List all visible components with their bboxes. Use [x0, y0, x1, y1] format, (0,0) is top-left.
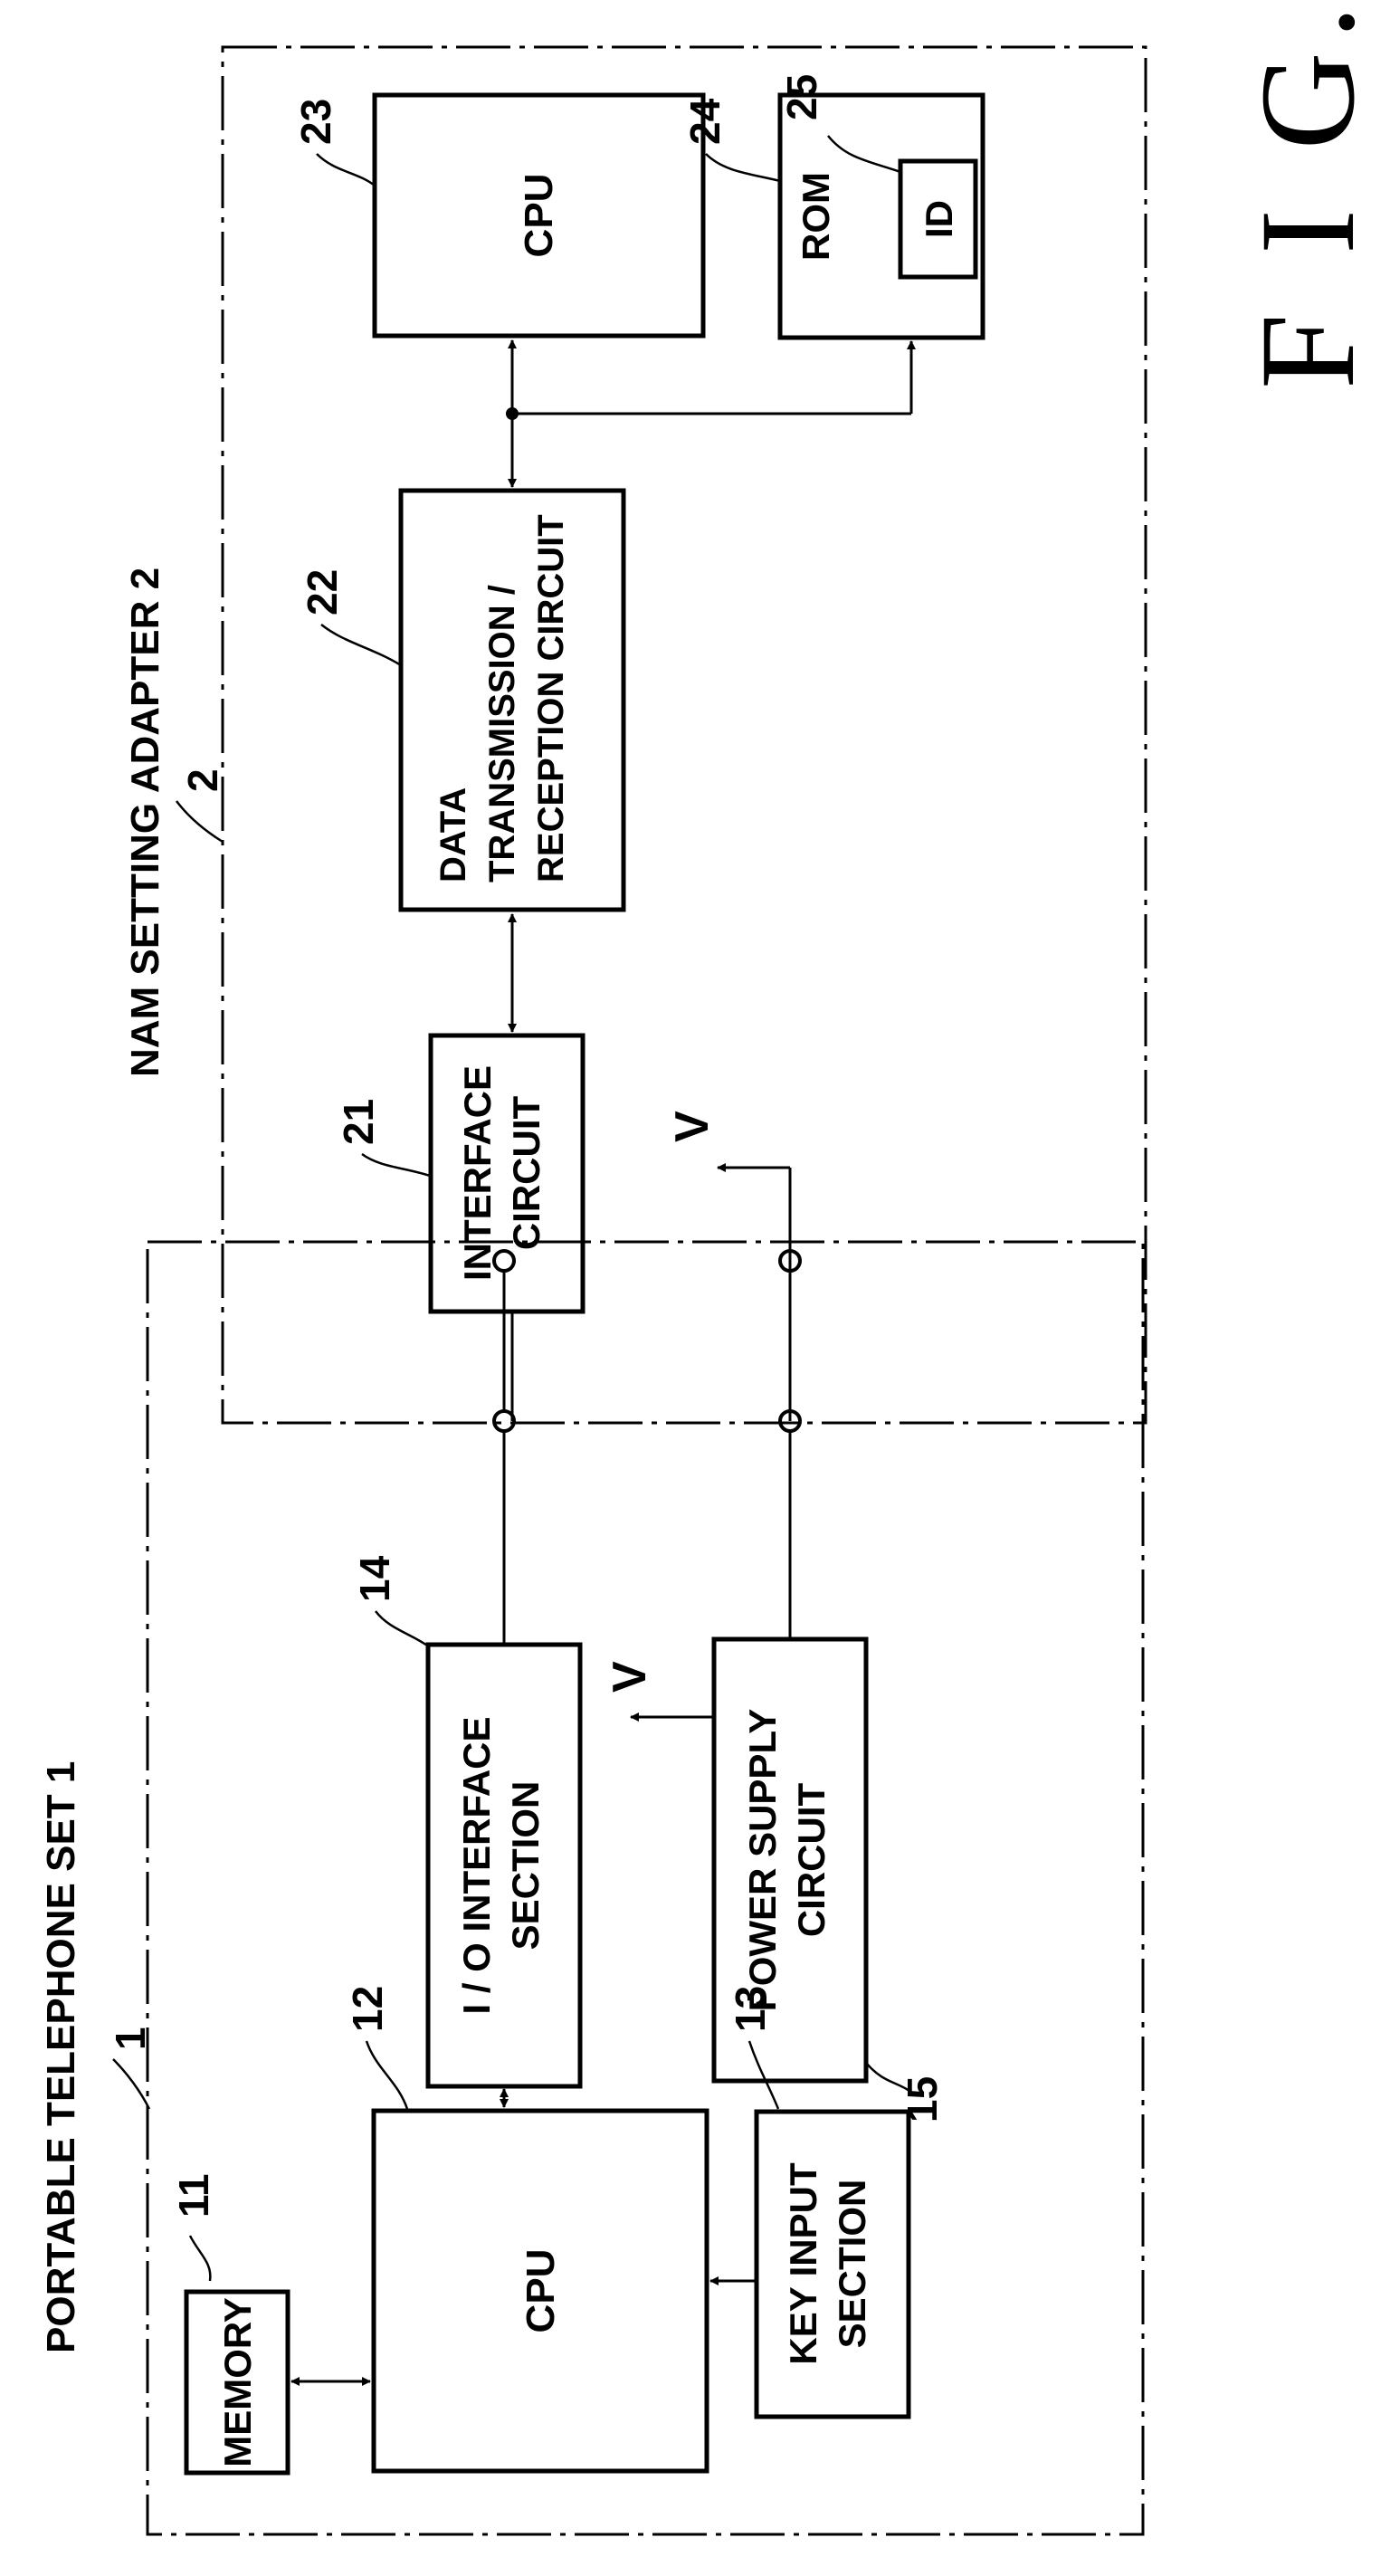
- figure-label: F I G. 1: [1233, 0, 1383, 389]
- key-input-label-2: SECTION: [831, 2180, 873, 2349]
- adapter-ref: 2: [179, 768, 226, 792]
- interface-circuit-block: INTERFACE CIRCUIT 21: [335, 1035, 583, 1312]
- memory-ref-leader: [190, 2236, 210, 2281]
- id-ref-leader: [828, 136, 900, 172]
- power-supply-block: POWER SUPPLY CIRCUIT 15: [714, 1639, 946, 2123]
- interface-circuit-ref-leader: [362, 1154, 433, 1177]
- interface-circuit-label-1: INTERFACE: [456, 1065, 499, 1281]
- io-interface-label-2: SECTION: [504, 1781, 547, 1951]
- power-supply-label-2: CIRCUIT: [790, 1783, 833, 1938]
- telephone-set: PORTABLE TELEPHONE SET 1 1 MEMORY 11 CPU…: [39, 1242, 1143, 2534]
- interface-circuit-label-2: CIRCUIT: [505, 1096, 547, 1251]
- rom-ref-leader: [706, 154, 780, 181]
- power-supply-label-1: POWER SUPPLY: [741, 1709, 784, 2012]
- telephone-frame: [148, 1242, 1143, 2534]
- adapter-cpu-ref: 23: [292, 99, 339, 145]
- nam-adapter: NAM SETTING ADAPTER 2 2 INTERFACE CIRCUI…: [123, 47, 1146, 1423]
- adapter-cpu-ref-leader: [317, 154, 375, 186]
- id-label: ID: [918, 200, 960, 238]
- bus-junction: [506, 407, 519, 420]
- rom-label: ROM: [795, 172, 837, 261]
- key-input-ref-leader: [749, 2041, 778, 2109]
- adapter-ref-leader: [176, 801, 223, 842]
- data-circuit-block: DATA TRANSMISSION / RECEPTION CIRCUIT 22: [299, 491, 624, 910]
- data-circuit-label-3: RECEPTION CIRCUIT: [531, 514, 571, 883]
- io-interface-ref: 14: [351, 1555, 398, 1602]
- key-input-block: KEY INPUT SECTION 13: [727, 1986, 909, 2417]
- power-supply-ref: 15: [899, 2076, 946, 2123]
- interface-circuit-ref: 21: [335, 1099, 382, 1145]
- telephone-voltage-label: V: [604, 1661, 656, 1693]
- telephone-cpu-label: CPU: [519, 2249, 563, 2333]
- telephone-ref-leader: [113, 2059, 149, 2109]
- adapter-title: NAM SETTING ADAPTER 2: [123, 568, 167, 1077]
- telephone-ref: 1: [107, 2027, 154, 2050]
- telephone-cpu-block: CPU 12: [344, 1986, 707, 2471]
- memory-ref: 11: [170, 2173, 217, 2218]
- adapter-cpu-block: CPU 23: [292, 95, 703, 336]
- data-circuit-label-1: DATA: [433, 787, 473, 883]
- rom-ref: 24: [681, 98, 728, 145]
- adapter-frame: [223, 47, 1146, 1423]
- data-circuit-ref: 22: [299, 569, 346, 615]
- memory-block: MEMORY 11: [170, 2173, 288, 2473]
- io-interface-ref-leader: [376, 1611, 430, 1647]
- key-input-label-1: KEY INPUT: [782, 2162, 824, 2365]
- data-circuit-label-2: TRANSMISSION /: [482, 585, 522, 883]
- adapter-cpu-label: CPU: [517, 174, 561, 258]
- memory-label: MEMORY: [216, 2297, 259, 2466]
- io-interface-label-1: I / O INTERFACE: [455, 1716, 498, 2014]
- id-ref: 25: [778, 74, 825, 120]
- telephone-cpu-ref-leader: [367, 2041, 407, 2109]
- telephone-cpu-ref: 12: [344, 1986, 391, 2032]
- adapter-voltage-label: V: [666, 1111, 719, 1142]
- data-circuit-ref-leader: [321, 625, 401, 665]
- telephone-title: PORTABLE TELEPHONE SET 1: [39, 1761, 83, 2353]
